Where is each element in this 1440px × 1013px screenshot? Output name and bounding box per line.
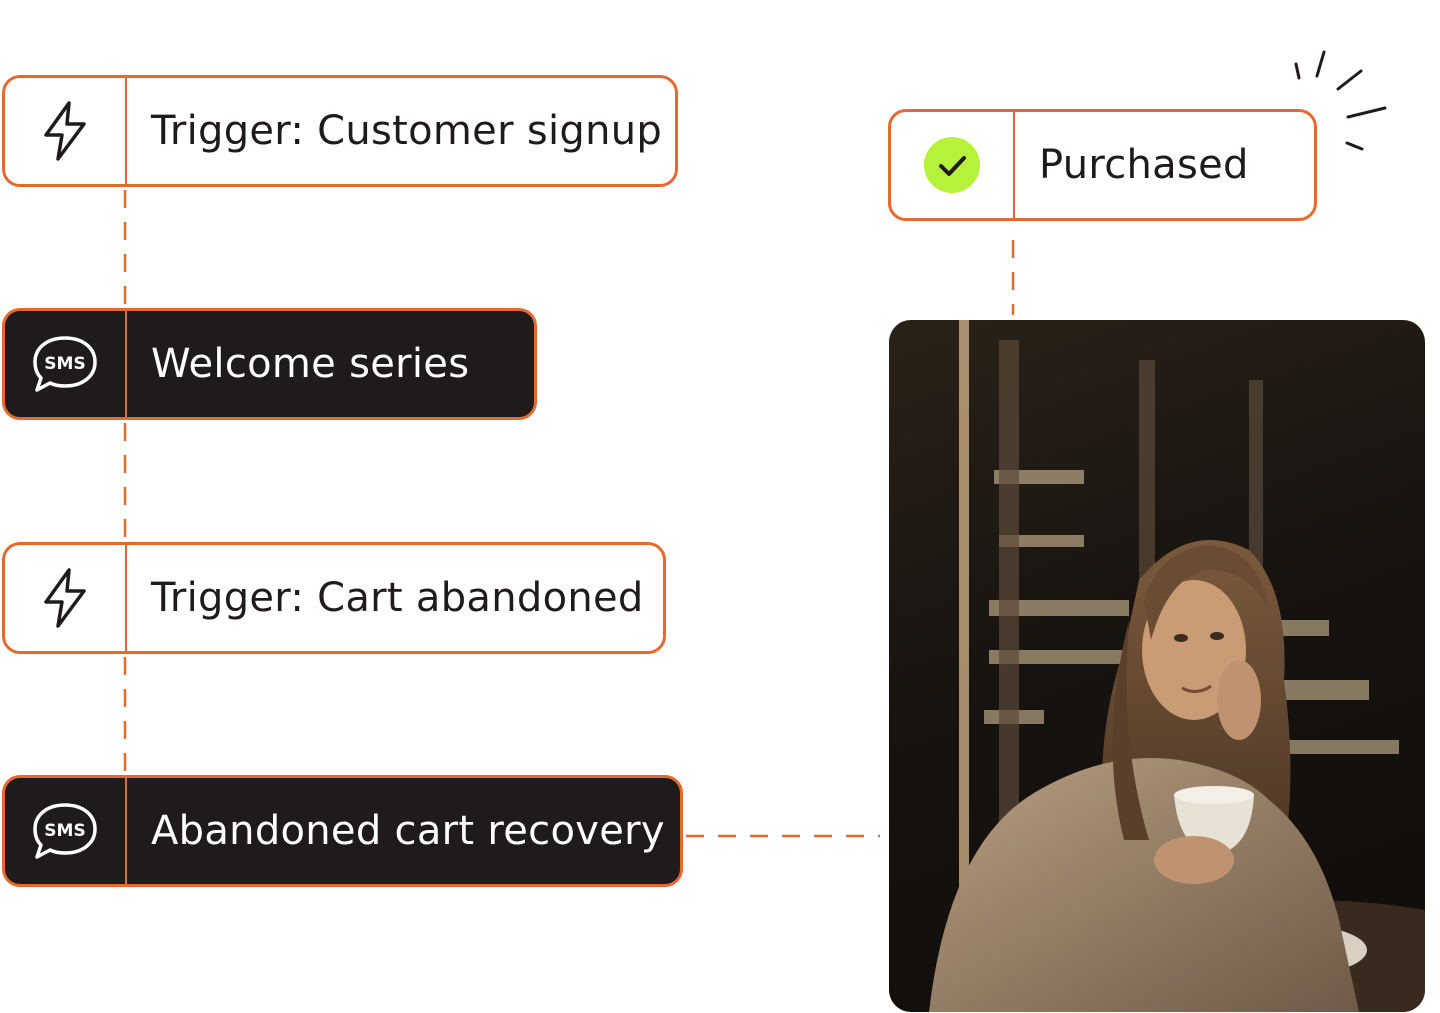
node-icon-cell [5, 545, 127, 651]
photo-illustration [929, 320, 1425, 1012]
node-icon-cell [5, 78, 127, 184]
node-label: Trigger: Cart abandoned [151, 575, 644, 621]
trigger-cart-abandoned-node[interactable]: Trigger: Cart abandoned [2, 542, 666, 654]
purchased-outcome-node[interactable]: Purchased [888, 109, 1317, 221]
sms-bubble-icon: SMS [33, 803, 97, 859]
sms-icon-text: SMS [44, 354, 85, 374]
abandoned-cart-recovery-node[interactable]: SMS Abandoned cart recovery [2, 775, 683, 887]
sms-icon-text: SMS [44, 821, 85, 841]
sparkle-decoration [1294, 50, 1387, 151]
sms-bubble-icon: SMS [33, 336, 97, 392]
node-label: Abandoned cart recovery [151, 808, 665, 854]
node-icon-cell: SMS [5, 311, 127, 417]
node-icon-cell [891, 112, 1015, 218]
lightning-icon [44, 568, 86, 628]
welcome-series-node[interactable]: SMS Welcome series [2, 308, 537, 420]
woman-with-coffee-photo [889, 320, 1425, 1012]
node-label: Trigger: Customer signup [151, 108, 663, 154]
node-icon-cell: SMS [5, 778, 127, 884]
node-label: Purchased [1039, 142, 1249, 188]
check-circle-icon [924, 137, 980, 193]
trigger-customer-signup-node[interactable]: Trigger: Customer signup [2, 75, 678, 187]
lightning-icon [44, 101, 86, 161]
node-label: Welcome series [151, 341, 470, 387]
